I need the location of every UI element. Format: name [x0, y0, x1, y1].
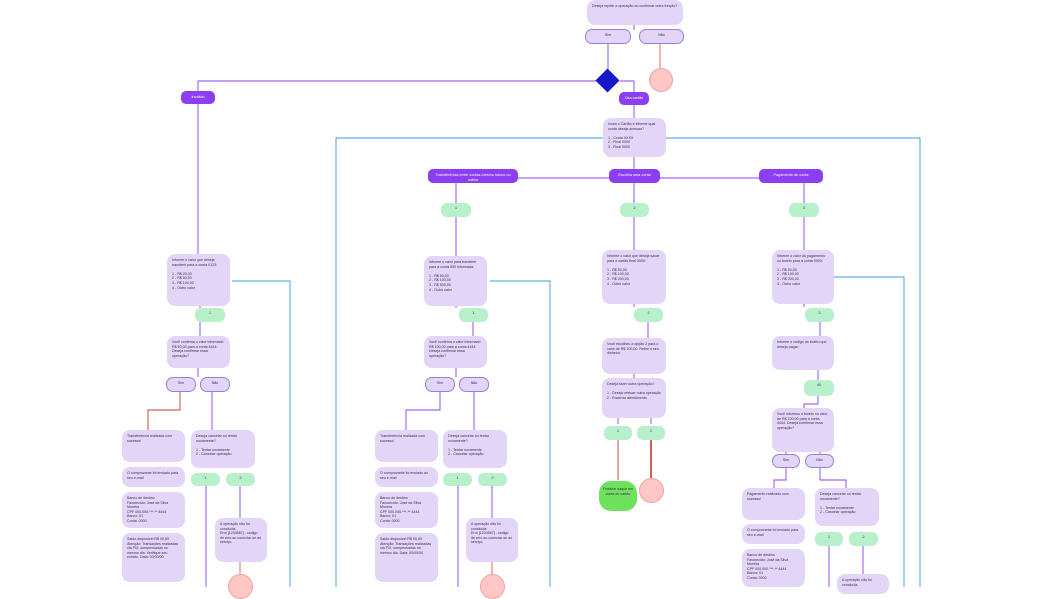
- col2-no[interactable]: Não: [459, 377, 489, 392]
- op-transfer-node[interactable]: Transferência entre contas mesmo banco o…: [428, 169, 518, 183]
- col1-retry-2[interactable]: 2: [226, 473, 255, 486]
- col4-retry[interactable]: Deseja cancelar ou tentar novamente? 1 -…: [815, 488, 879, 526]
- repeat-question-node[interactable]: Deseja repetir a operação ou confirmar o…: [587, 0, 683, 25]
- col2-bank-info[interactable]: Banco de destino Favorecido: José da Sil…: [375, 492, 438, 528]
- top-yes-node[interactable]: Sim: [585, 29, 631, 44]
- col3-end-node[interactable]: Finalizar saque em conta do cartão: [599, 481, 637, 511]
- col2-retry-2[interactable]: 2: [478, 473, 507, 486]
- col3-value-menu[interactable]: Informe o valor que deseja sacar para o …: [602, 250, 666, 304]
- col4-value-menu[interactable]: Informe o valor do pagamento ou boleto p…: [772, 250, 834, 304]
- col2-success[interactable]: Transferência realizada com sucesso!: [375, 430, 438, 462]
- col3-answer-2[interactable]: 2: [637, 426, 665, 440]
- account-menu-node[interactable]: Insira o Cartão e informe qual conta des…: [603, 118, 666, 157]
- col4-no[interactable]: Não: [805, 454, 834, 468]
- col4-error[interactable]: A operação não foi concluída.: [837, 574, 889, 594]
- col2-opt[interactable]: 1: [459, 308, 488, 322]
- col3-opt[interactable]: 2: [634, 308, 663, 322]
- col1-success[interactable]: Transferência realizada com sucesso!: [122, 430, 185, 462]
- connector-lines: [147, 25, 921, 587]
- col4-success[interactable]: Pagamento realizado com sucesso!: [742, 488, 805, 520]
- col1-opt[interactable]: 1: [195, 308, 225, 322]
- col4-confirm[interactable]: Você informou o boleto no valor de R$ 10…: [772, 408, 834, 452]
- col2-value-menu[interactable]: Informe o valor para transferir para a c…: [424, 256, 487, 306]
- col2-retry-1[interactable]: 1: [443, 473, 472, 486]
- col3-end-circle: [639, 478, 664, 503]
- col2-receipt[interactable]: O comprovante foi enviado ao seu e-mail: [375, 467, 438, 487]
- top-end-circle: [649, 68, 673, 92]
- col4-code-value[interactable]: 40: [804, 380, 834, 396]
- col2-error[interactable]: A operação não foi concluída. Erro [1234…: [466, 518, 518, 562]
- option-number-3[interactable]: 3: [789, 203, 819, 217]
- option-number-1[interactable]: 1: [441, 203, 471, 217]
- col3-answer-1[interactable]: 1: [604, 426, 632, 440]
- col1-retry[interactable]: Deseja cancelar ou tentar novamente? 1 -…: [191, 430, 255, 468]
- branch-right-node[interactable]: Usa cartão: [619, 92, 649, 105]
- col3-question[interactable]: Deseja fazer outra operação? 1 - Desejo …: [602, 378, 666, 418]
- col4-receipt[interactable]: O comprovante foi enviado para seu e-mai…: [742, 524, 805, 544]
- col3-info[interactable]: Você escolheu a opção 2 para o valor de …: [602, 338, 666, 374]
- col1-receipt[interactable]: O comprovante foi enviado para seu e-mai…: [122, 467, 185, 487]
- col2-retry[interactable]: Deseja cancelar ou tentar novamente? 1 -…: [443, 430, 507, 468]
- col1-error[interactable]: A operação não foi concluída. Erro [1234…: [215, 518, 267, 562]
- col1-no[interactable]: Não: [200, 377, 230, 392]
- op-withdraw-node[interactable]: Escolha uma conta: [609, 169, 660, 183]
- col1-value-menu[interactable]: Informe o valor que deseja transferir pa…: [167, 254, 230, 306]
- col4-bank-info[interactable]: Banco de destino Favorecido: José da Sil…: [742, 549, 805, 587]
- col1-bank-info[interactable]: Banco de destino Favorecido: José da Sil…: [122, 492, 185, 528]
- col2-confirm[interactable]: Você confirma o valor informado R$ 100,0…: [424, 336, 487, 368]
- col2-balance[interactable]: Saldo disponível R$ 00,00 Atenção: Trans…: [375, 533, 438, 582]
- col1-balance[interactable]: Saldo disponível R$ 00,00 Atenção: Trans…: [122, 533, 185, 582]
- col4-yes[interactable]: Sim: [772, 454, 800, 468]
- col1-retry-1[interactable]: 1: [191, 473, 220, 486]
- col4-retry-1[interactable]: 1: [815, 532, 843, 546]
- col1-confirm[interactable]: Você confirma o valor informado R$ 50,00…: [167, 336, 230, 368]
- op-payment-node[interactable]: Pagamento de conta: [759, 169, 823, 183]
- col1-yes[interactable]: Sim: [166, 377, 196, 392]
- option-number-2[interactable]: 2: [620, 203, 649, 217]
- col2-yes[interactable]: Sim: [425, 377, 455, 392]
- branch-left-node[interactable]: Inválido: [181, 91, 215, 104]
- col4-code[interactable]: Informe o código do boleto que deseja pa…: [772, 336, 834, 370]
- col4-opt[interactable]: 3: [805, 308, 834, 322]
- top-no-node[interactable]: Não: [639, 29, 684, 44]
- col4-retry-2[interactable]: 2: [849, 532, 878, 546]
